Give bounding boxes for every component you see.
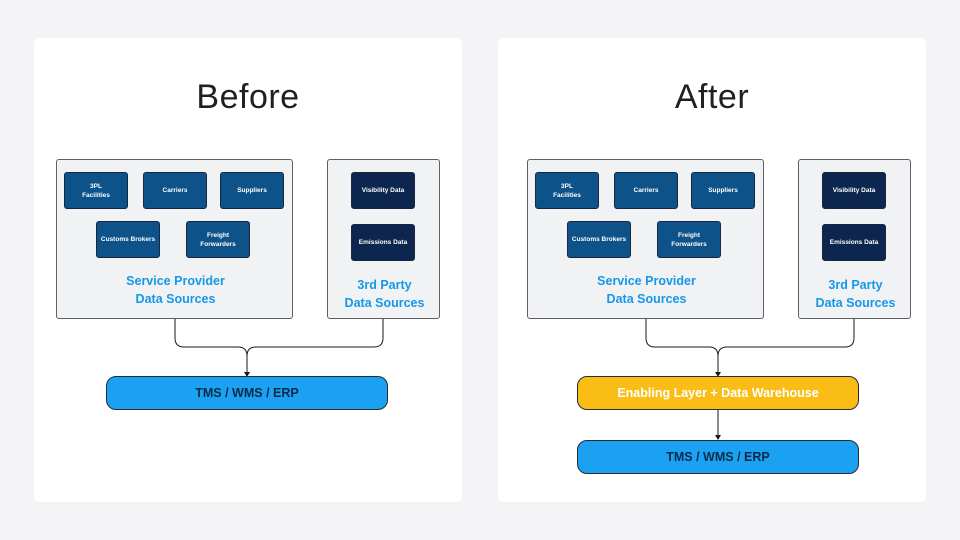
after-service-provider-group: 3PL Facilities Carriers Suppliers Custom…: [527, 159, 764, 319]
after-third-party-group: Visibility Data Emissions Data 3rd Party…: [798, 159, 911, 319]
after-system-box: TMS / WMS / ERP: [577, 440, 859, 474]
chip-suppliers: Suppliers: [220, 172, 284, 209]
chip-carriers: Carriers: [143, 172, 207, 209]
after-panel: After 3PL Facilities Carriers Suppliers …: [498, 38, 926, 502]
chip-freight-forwarders: Freight Forwarders: [186, 221, 250, 258]
third-party-label: 3rd Party Data Sources: [815, 278, 896, 310]
before-service-provider-group: 3PL Facilities Carriers Suppliers Custom…: [56, 159, 293, 319]
service-provider-label: Service Provider Data Sources: [126, 274, 225, 306]
service-provider-label: Service Provider Data Sources: [597, 274, 696, 306]
before-connector-lines: [174, 319, 384, 377]
chip-customs-brokers: Customs Brokers: [96, 221, 160, 258]
before-system-box: TMS / WMS / ERP: [106, 376, 388, 410]
before-panel: Before 3PL Facilities Carriers Suppliers…: [34, 38, 462, 502]
chip-suppliers: Suppliers: [691, 172, 755, 209]
chip-visibility-data: Visibility Data: [822, 172, 886, 209]
chip-carriers: Carriers: [614, 172, 678, 209]
enabling-layer-box: Enabling Layer + Data Warehouse: [577, 376, 859, 410]
chip-emissions-data: Emissions Data: [822, 224, 886, 261]
after-title: After: [674, 78, 750, 116]
chip-freight-forwarders: Freight Forwarders: [657, 221, 721, 258]
third-party-label: 3rd Party Data Sources: [344, 278, 425, 310]
chip-3pl-facilities: 3PL Facilities: [64, 172, 128, 209]
chip-visibility-data: Visibility Data: [351, 172, 415, 209]
before-third-party-group: Visibility Data Emissions Data 3rd Party…: [327, 159, 440, 319]
chip-3pl-facilities: 3PL Facilities: [535, 172, 599, 209]
chip-emissions-data: Emissions Data: [351, 224, 415, 261]
before-title: Before: [196, 78, 300, 116]
chip-customs-brokers: Customs Brokers: [567, 221, 631, 258]
after-connector-lines: [645, 319, 855, 440]
